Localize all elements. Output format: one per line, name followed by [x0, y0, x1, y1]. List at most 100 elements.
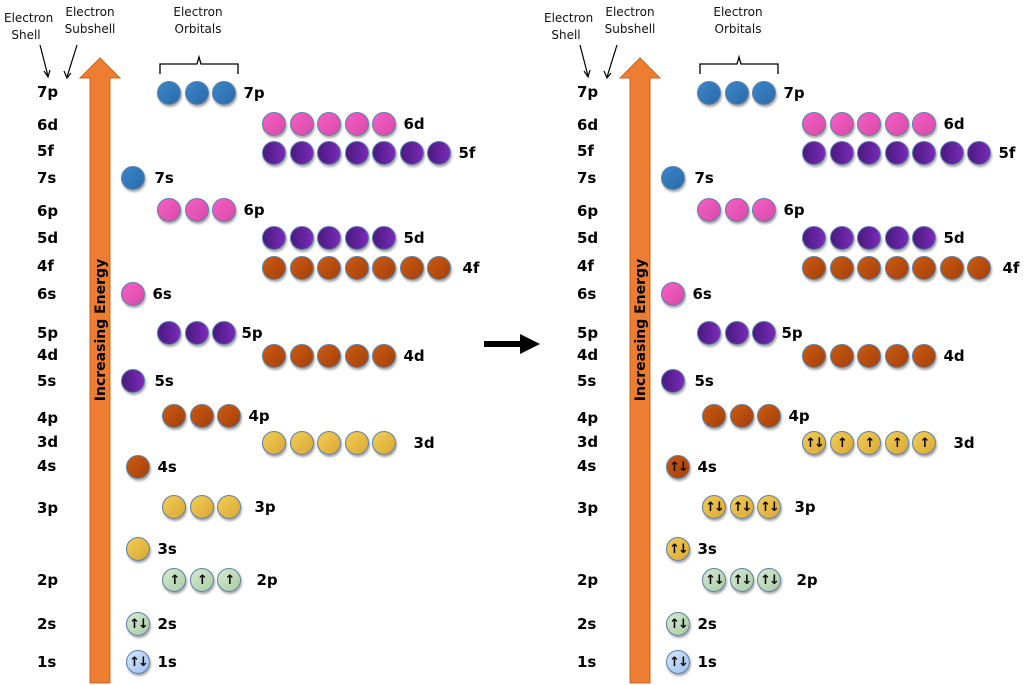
orbital-4f-3[interactable] [317, 256, 341, 280]
orbital-5p-2[interactable] [184, 321, 209, 345]
orbital-5p-1[interactable] [157, 321, 181, 345]
orbital-5f-2[interactable] [289, 141, 314, 165]
orbital-4d-3[interactable] [857, 344, 881, 368]
orbital-5s-1[interactable] [661, 369, 685, 393]
orbital-4f-1[interactable] [262, 256, 286, 280]
orbital-2p-2[interactable]: ↑↓ [729, 568, 754, 592]
orbital-4f-3[interactable] [857, 256, 881, 280]
orbital-7p-1[interactable] [157, 81, 181, 105]
orbital-5d-3[interactable] [857, 226, 881, 250]
orbital-7p-2[interactable] [184, 81, 209, 105]
orbital-6p-1[interactable] [157, 198, 181, 222]
orbital-6p-3[interactable] [752, 198, 776, 222]
orbital-4p-2[interactable] [189, 404, 214, 428]
orbital-4d-5[interactable] [912, 344, 936, 368]
orbital-7p-3[interactable] [752, 81, 776, 105]
orbital-5p-1[interactable] [697, 321, 721, 345]
orbital-4d-4[interactable] [884, 344, 909, 368]
orbital-6p-2[interactable] [724, 198, 749, 222]
orbital-5f-2[interactable] [829, 141, 854, 165]
orbital-4d-4[interactable] [344, 344, 369, 368]
orbital-3p-1[interactable]: ↑↓ [702, 495, 726, 519]
orbital-3d-1[interactable]: ↑↓ [802, 431, 826, 455]
orbital-4f-6[interactable] [399, 256, 424, 280]
orbital-4d-2[interactable] [289, 344, 314, 368]
orbital-4d-1[interactable] [802, 344, 826, 368]
orbital-5f-6[interactable] [399, 141, 424, 165]
orbital-4d-5[interactable] [372, 344, 396, 368]
orbital-6p-2[interactable] [184, 198, 209, 222]
orbital-6p-1[interactable] [697, 198, 721, 222]
orbital-5f-7[interactable] [427, 141, 451, 165]
orbital-5d-1[interactable] [262, 226, 286, 250]
orbital-3s-1[interactable] [126, 537, 150, 561]
orbital-3d-2[interactable]: ↑ [829, 431, 854, 455]
orbital-3d-5[interactable]: ↑ [912, 431, 936, 455]
orbital-1s-1[interactable]: ↑↓ [666, 650, 690, 674]
orbital-7p-2[interactable] [724, 81, 749, 105]
orbital-5d-4[interactable] [884, 226, 909, 250]
orbital-5f-4[interactable] [344, 141, 369, 165]
orbital-3d-2[interactable] [289, 431, 314, 455]
orbital-3s-1[interactable]: ↑↓ [666, 537, 690, 561]
orbital-4p-1[interactable] [162, 404, 186, 428]
orbital-4f-4[interactable] [344, 256, 369, 280]
orbital-5p-3[interactable] [212, 321, 236, 345]
orbital-6d-5[interactable] [372, 112, 396, 136]
orbital-4f-4[interactable] [884, 256, 909, 280]
orbital-5f-3[interactable] [857, 141, 881, 165]
orbital-5d-5[interactable] [912, 226, 936, 250]
orbital-2p-3[interactable]: ↑ [217, 568, 241, 592]
orbital-6d-1[interactable] [262, 112, 286, 136]
orbital-4s-1[interactable] [126, 455, 150, 479]
orbital-5f-4[interactable] [884, 141, 909, 165]
orbital-5f-1[interactable] [802, 141, 826, 165]
orbital-5f-6[interactable] [939, 141, 964, 165]
orbital-4d-1[interactable] [262, 344, 286, 368]
orbital-5f-3[interactable] [317, 141, 341, 165]
orbital-3p-1[interactable] [162, 495, 186, 519]
orbital-4d-3[interactable] [317, 344, 341, 368]
orbital-6d-4[interactable] [884, 112, 909, 136]
orbital-2p-1[interactable]: ↑↓ [702, 568, 726, 592]
orbital-5d-2[interactable] [829, 226, 854, 250]
orbital-5d-5[interactable] [372, 226, 396, 250]
orbital-5f-5[interactable] [372, 141, 396, 165]
orbital-4f-2[interactable] [289, 256, 314, 280]
orbital-4f-2[interactable] [829, 256, 854, 280]
orbital-2p-3[interactable]: ↑↓ [757, 568, 781, 592]
orbital-4f-6[interactable] [939, 256, 964, 280]
orbital-6d-2[interactable] [289, 112, 314, 136]
orbital-3d-3[interactable] [317, 431, 341, 455]
orbital-6d-4[interactable] [344, 112, 369, 136]
orbital-3d-5[interactable] [372, 431, 396, 455]
orbital-3p-2[interactable]: ↑↓ [729, 495, 754, 519]
orbital-4f-1[interactable] [802, 256, 826, 280]
orbital-5d-3[interactable] [317, 226, 341, 250]
orbital-7s-1[interactable] [121, 166, 145, 190]
orbital-4f-5[interactable] [912, 256, 936, 280]
orbital-5d-1[interactable] [802, 226, 826, 250]
orbital-4p-1[interactable] [702, 404, 726, 428]
orbital-4d-2[interactable] [829, 344, 854, 368]
orbital-2p-2[interactable]: ↑ [189, 568, 214, 592]
orbital-3d-4[interactable] [344, 431, 369, 455]
orbital-6d-3[interactable] [317, 112, 341, 136]
orbital-4p-2[interactable] [729, 404, 754, 428]
orbital-3p-3[interactable]: ↑↓ [757, 495, 781, 519]
orbital-7p-3[interactable] [212, 81, 236, 105]
orbital-7p-1[interactable] [697, 81, 721, 105]
orbital-4f-7[interactable] [427, 256, 451, 280]
orbital-3d-1[interactable] [262, 431, 286, 455]
orbital-5d-4[interactable] [344, 226, 369, 250]
orbital-4f-5[interactable] [372, 256, 396, 280]
orbital-5f-7[interactable] [967, 141, 991, 165]
orbital-4s-1[interactable]: ↑↓ [666, 455, 690, 479]
orbital-3d-3[interactable]: ↑ [857, 431, 881, 455]
orbital-3p-3[interactable] [217, 495, 241, 519]
orbital-3d-4[interactable]: ↑ [884, 431, 909, 455]
orbital-5p-2[interactable] [724, 321, 749, 345]
orbital-2s-1[interactable]: ↑↓ [126, 612, 150, 636]
orbital-3p-2[interactable] [189, 495, 214, 519]
orbital-5p-3[interactable] [752, 321, 776, 345]
